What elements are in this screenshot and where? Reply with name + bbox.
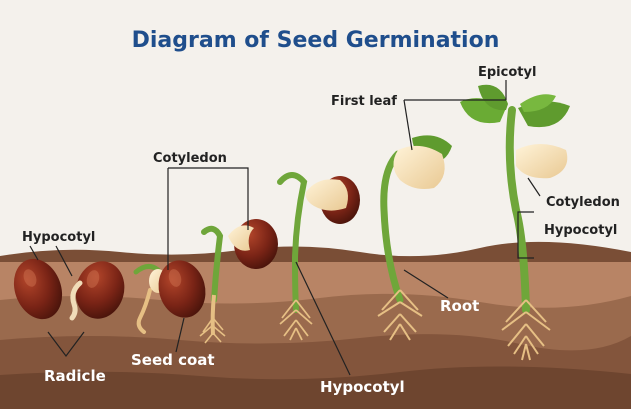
label-hypocotyl-bottom: Hypocotyl (320, 378, 405, 396)
label-first-leaf: First leaf (331, 94, 397, 109)
label-hypocotyl-right: Hypocotyl (544, 223, 618, 238)
seed-stage-4 (199, 219, 278, 344)
label-root: Root (440, 297, 480, 315)
seed-stage-7 (460, 84, 570, 361)
seed-stage-5 (277, 172, 360, 341)
seed-stage-1 (13, 258, 63, 320)
label-cotyledon-top: Cotyledon (153, 151, 227, 166)
seed-stage-3 (133, 260, 206, 334)
label-epicotyl: Epicotyl (478, 65, 537, 80)
diagram-title: Diagram of Seed Germination (131, 28, 500, 53)
soil (0, 241, 631, 409)
label-hypocotyl-left: Hypocotyl (22, 230, 96, 245)
label-cotyledon-right: Cotyledon (546, 195, 620, 210)
seed-stage-6 (377, 135, 452, 341)
label-radicle: Radicle (44, 367, 106, 385)
seed-stage-2 (69, 261, 125, 321)
leader-lines (29, 80, 541, 376)
label-seed-coat: Seed coat (131, 351, 215, 369)
